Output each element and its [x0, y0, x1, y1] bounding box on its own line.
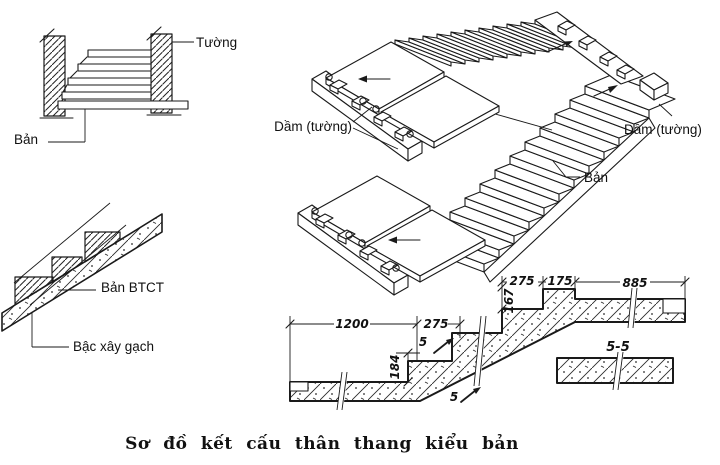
dowel-hole: [406, 130, 414, 138]
flight-slab-label: Bản: [584, 170, 608, 185]
left-beam-label: Dầm (tường): [274, 119, 352, 134]
dowel-hole: [392, 264, 400, 272]
lower-landing: [297, 175, 486, 296]
brick-step: [51, 256, 83, 284]
direction-arrow: [593, 85, 618, 97]
dim-175: 175: [547, 274, 572, 288]
flight-edge-band: [483, 117, 656, 283]
wall-break-mark: [39, 28, 55, 43]
dowel-hole: [311, 207, 319, 215]
dim-167: 167: [502, 288, 516, 314]
break-mark: [473, 315, 487, 387]
dim-885: 885: [622, 276, 647, 290]
dim-1200: 1200: [335, 317, 368, 331]
riser-line: [62, 84, 68, 93]
dowel-hole: [325, 73, 333, 81]
detail-5-5-title: 5-5: [606, 340, 630, 355]
riser-line: [79, 56, 88, 65]
direction-arrow: [546, 41, 573, 53]
dowel-hole: [372, 105, 380, 113]
section-cut-mark: [433, 338, 454, 354]
brick-steps-label: Bậc xây gạch: [73, 339, 154, 354]
slab-plate: [57, 100, 189, 110]
upper-landing: [311, 41, 500, 162]
leader-line: [352, 106, 373, 123]
axonometric-figure: Dầm (tường) Dầm (tường) Bản: [274, 11, 702, 296]
incline-detail-figure: Bản BTCT Bậc xây gạch: [1, 202, 164, 354]
dim-275-upper: 275: [509, 274, 534, 288]
riser-line: [69, 70, 78, 79]
dim-184: 184: [388, 354, 402, 379]
support-notch: [289, 381, 309, 392]
right-wall: [150, 33, 173, 114]
wall-section-figure: Tường Bản: [14, 26, 237, 147]
stair-tread: [67, 77, 152, 86]
brick-step: [84, 231, 121, 263]
stair-tread: [87, 49, 152, 58]
section-cut-mark: [460, 387, 481, 403]
stair-tread: [77, 63, 152, 72]
leader-line: [352, 127, 399, 150]
dowel-hole: [358, 239, 366, 247]
left-wall: [43, 35, 66, 117]
dowel-hole: [345, 231, 353, 239]
support-notch: [662, 298, 686, 314]
cut-mark-upper-label: 5: [419, 335, 427, 349]
break-mark: [612, 351, 624, 391]
break-mark: [627, 287, 638, 329]
cut-mark-lower-label: 5: [450, 390, 458, 404]
direction-arrow: [388, 236, 421, 244]
dim-275-lower: 275: [423, 317, 448, 331]
wall-break-mark: [146, 26, 162, 41]
flight-top-plate: [584, 74, 676, 111]
landing-beam-end: [407, 140, 423, 162]
dowel-hole: [359, 97, 367, 105]
dimension-lines: [285, 276, 690, 387]
leader-line: [552, 160, 580, 178]
right-beam-label: Dầm (tường): [624, 122, 702, 137]
rc-slab-label: Bản BTCT: [101, 280, 164, 295]
figure-caption: Sơ đồ kết cấu thân thang kiểu bản: [125, 432, 519, 454]
slab-label: Bản: [14, 132, 38, 147]
upper-edge-line: [13, 202, 111, 284]
beam-end-block: [639, 72, 669, 101]
wall-label: Tường: [196, 35, 237, 50]
dimensioned-section-figure: 1200 275 275 175 885 167 184 5 5 5-5: [285, 274, 690, 411]
stair-tread: [61, 91, 152, 100]
landing-beam-end: [393, 274, 409, 296]
direction-arrow: [358, 75, 391, 83]
upper-flight-steps: [394, 19, 592, 67]
break-mark: [336, 371, 348, 411]
leader-line: [658, 103, 673, 117]
